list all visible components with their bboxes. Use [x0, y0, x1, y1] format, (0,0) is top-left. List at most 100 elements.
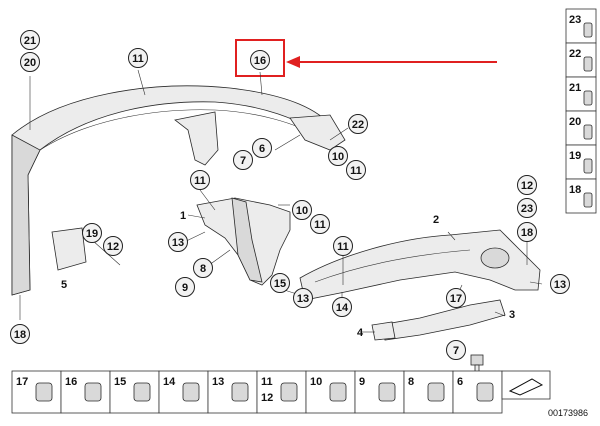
- callout-11: 11: [346, 160, 366, 180]
- callout-number: 7: [240, 155, 246, 167]
- callout-number: 11: [194, 175, 206, 187]
- callout-10: 10: [292, 200, 312, 220]
- callout-circle: [193, 258, 213, 278]
- callout-14: 14: [332, 297, 352, 317]
- callout-circle: [310, 214, 330, 234]
- callout-8: 8: [193, 258, 213, 278]
- callout-11: 11: [128, 48, 148, 68]
- legend-number: 6: [457, 376, 463, 388]
- callout-number: 7: [453, 345, 459, 357]
- callout-20: 20: [20, 52, 40, 72]
- callout-number: 17: [450, 293, 462, 305]
- legend-number: 16: [65, 376, 77, 388]
- callout-circle: [20, 52, 40, 72]
- callout-circle: [252, 138, 272, 158]
- callout-circle: [293, 288, 313, 308]
- fastener-icon: [378, 382, 396, 402]
- callout-number: 8: [200, 263, 206, 275]
- legend-number: 11: [261, 376, 273, 388]
- part-label-3: 3: [509, 309, 515, 321]
- callout-number: 12: [521, 180, 533, 192]
- fender-liner-arch: [11, 85, 346, 296]
- callout-16: 16: [250, 50, 270, 70]
- callout-number: 23: [521, 203, 533, 215]
- legend-number: 10: [310, 376, 322, 388]
- legend-number: 14: [163, 376, 176, 388]
- callout-18: 18: [517, 222, 537, 242]
- callout-22: 22: [348, 114, 368, 134]
- fastener-icon: [231, 382, 249, 402]
- fastener-icon: [133, 382, 151, 402]
- legend-number: 17: [16, 376, 28, 388]
- legend-cell-20: [565, 110, 597, 146]
- callout-number: 11: [314, 219, 326, 231]
- callout-circle: [190, 170, 210, 190]
- fastener-icon: [280, 382, 298, 402]
- callout-17: 17: [446, 288, 466, 308]
- callout-number: 11: [132, 53, 144, 65]
- fastener-icon: [427, 382, 445, 402]
- callout-circle: [175, 277, 195, 297]
- callout-circle: [270, 273, 290, 293]
- callout-12: 12: [103, 236, 123, 256]
- legend-number: 21: [569, 82, 581, 94]
- callout-circle: [82, 223, 102, 243]
- callout-number: 10: [332, 151, 344, 163]
- fastener-icon: [35, 382, 53, 402]
- fastener-icon: [84, 382, 102, 402]
- callout-circle: [128, 48, 148, 68]
- callout-11: 11: [333, 236, 353, 256]
- callout-23: 23: [517, 198, 537, 218]
- callout-10: 10: [328, 146, 348, 166]
- callout-circle: [446, 340, 466, 360]
- callout-number: 11: [337, 241, 349, 253]
- callout-number: 22: [352, 119, 364, 131]
- callout-21: 21: [20, 30, 40, 50]
- callout-circle: [250, 50, 270, 70]
- callout-circle: [346, 160, 366, 180]
- callout-19: 19: [82, 223, 102, 243]
- drawing-number: 00173986: [548, 408, 588, 418]
- callout-number: 14: [336, 302, 349, 314]
- callout-13: 13: [293, 288, 313, 308]
- callout-circle: [20, 30, 40, 50]
- legend-number: 22: [569, 48, 581, 60]
- fastener-icon: [583, 22, 593, 38]
- callout-number: 11: [350, 165, 362, 177]
- callout-circle: [233, 150, 253, 170]
- callout-circle: [328, 146, 348, 166]
- arrow-icon: [508, 378, 544, 396]
- callout-circle: [168, 232, 188, 252]
- fastener-icon: [583, 90, 593, 106]
- callout-number: 16: [254, 55, 266, 67]
- legend-number: 9: [359, 376, 365, 388]
- callout-number: 13: [554, 279, 566, 291]
- bracket-part-5: [51, 227, 87, 271]
- callout-circle: [517, 222, 537, 242]
- callout-number: 15: [274, 278, 286, 290]
- part-label-2: 2: [433, 214, 439, 226]
- legend-number: 8: [408, 376, 414, 388]
- fastener-icon: [583, 158, 593, 174]
- callout-circle: [348, 114, 368, 134]
- callout-7: 7: [233, 150, 253, 170]
- callout-number: 6: [259, 143, 265, 155]
- callout-number: 9: [182, 282, 188, 294]
- callout-15: 15: [270, 273, 290, 293]
- legend-number: 20: [569, 116, 581, 128]
- callout-circle: [292, 200, 312, 220]
- bracket-part-1: [196, 197, 291, 286]
- callout-number: 12: [107, 241, 119, 253]
- callout-number: 10: [296, 205, 308, 217]
- part-label-1: 1: [180, 210, 186, 222]
- callout-circle: [550, 274, 570, 294]
- callout-9: 9: [175, 277, 195, 297]
- rail-part-2: [299, 229, 541, 301]
- callout-12: 12: [517, 175, 537, 195]
- callout-circle: [517, 175, 537, 195]
